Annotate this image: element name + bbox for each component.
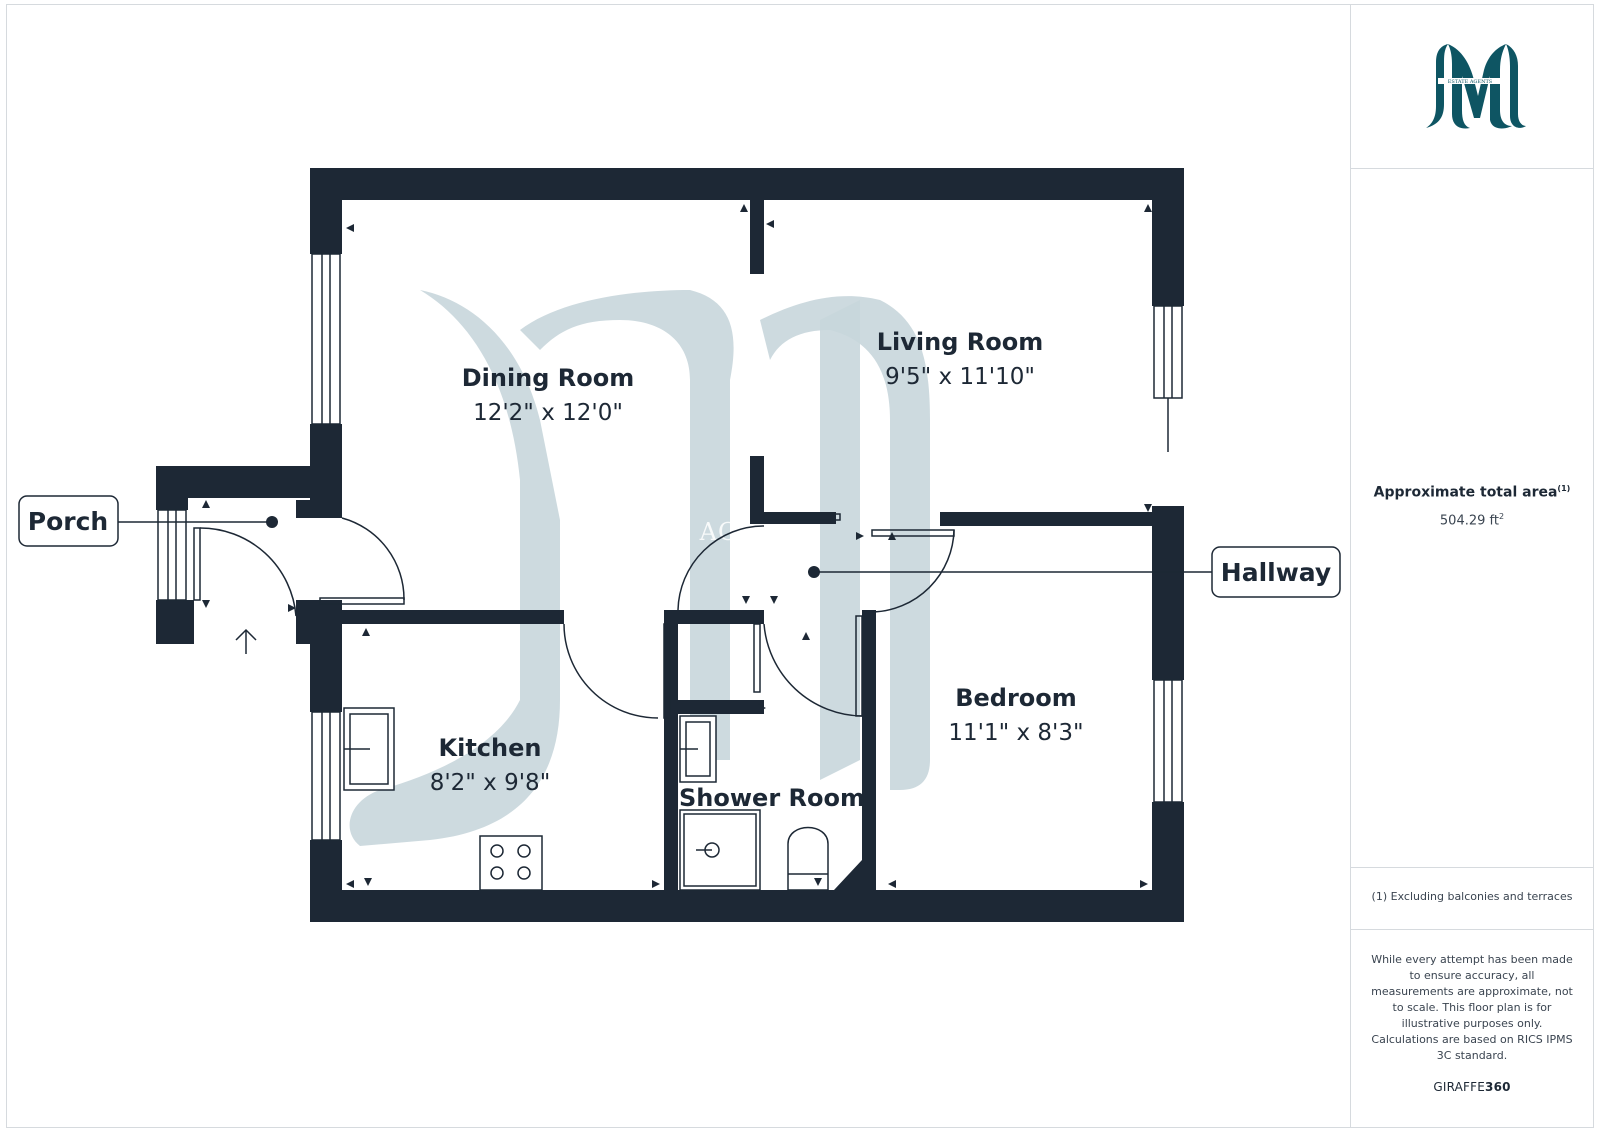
disclaimer: While every attempt has been made to ens… [1371,953,1573,1030]
doors [193,513,955,719]
walls [156,168,1184,922]
page-frame [6,4,1594,1128]
cooker-hob [479,835,543,891]
divider-line [1351,867,1593,868]
marker-dot [808,566,820,578]
toilet [787,826,829,891]
room-name-dining: Dining Room [462,364,635,392]
area-title-text: Approximate total area [1373,484,1558,501]
callout-label-porch: Porch [28,507,108,536]
floor-plan: ESTATE AGENTS [18,168,1341,922]
room-name-bedroom: Bedroom [955,684,1077,712]
measurement-ticks [202,204,1152,888]
room-name-shower: Shower Room [679,784,865,812]
brand-suffix: 360 [1485,1080,1511,1094]
callout-label-hallway: Hallway [1221,558,1331,587]
sidebar-divider [1350,4,1351,1128]
windows [157,253,1183,841]
marker-dot [266,516,278,528]
company-logo: ESTATE AGENTS [1426,44,1526,129]
area-title: Approximate total area(1) [1352,484,1592,501]
footnote: (1) Excluding balconies and terraces [1371,890,1573,903]
entrance-arrow-icon [235,628,257,654]
callout-porch: Porch [18,495,278,547]
room-name-living: Living Room [877,328,1043,356]
brand-mark: GIRAFFE360 [1352,1080,1592,1094]
area-title-note: (1) [1557,484,1571,493]
fixtures [343,707,829,891]
room-name-kitchen: Kitchen [439,734,542,762]
area-unit: 2 [1498,512,1505,521]
callout-hallway: Hallway [808,546,1341,598]
room-dim-living: 9'5" x 11'10" [885,364,1035,390]
divider-line [1351,168,1593,169]
area-value: 504.29 ft2 [1352,512,1592,528]
calculation-note: Calculations are based on RICS IPMS 3C s… [1371,1033,1573,1062]
room-dim-bedroom: 11'1" x 8'3" [948,720,1083,746]
area-value-text: 504.29 ft [1439,513,1499,529]
logo-text: ESTATE AGENTS [1448,79,1493,85]
brand-prefix: GIRAFFE [1433,1080,1486,1094]
watermark-logo [349,290,930,846]
room-labels: Dining Room 12'2" x 12'0" Living Room 9'… [430,328,1084,812]
room-dim-kitchen: 8'2" x 9'8" [430,770,551,796]
room-dim-dining: 12'2" x 12'0" [473,400,623,426]
divider-line [1351,929,1593,930]
